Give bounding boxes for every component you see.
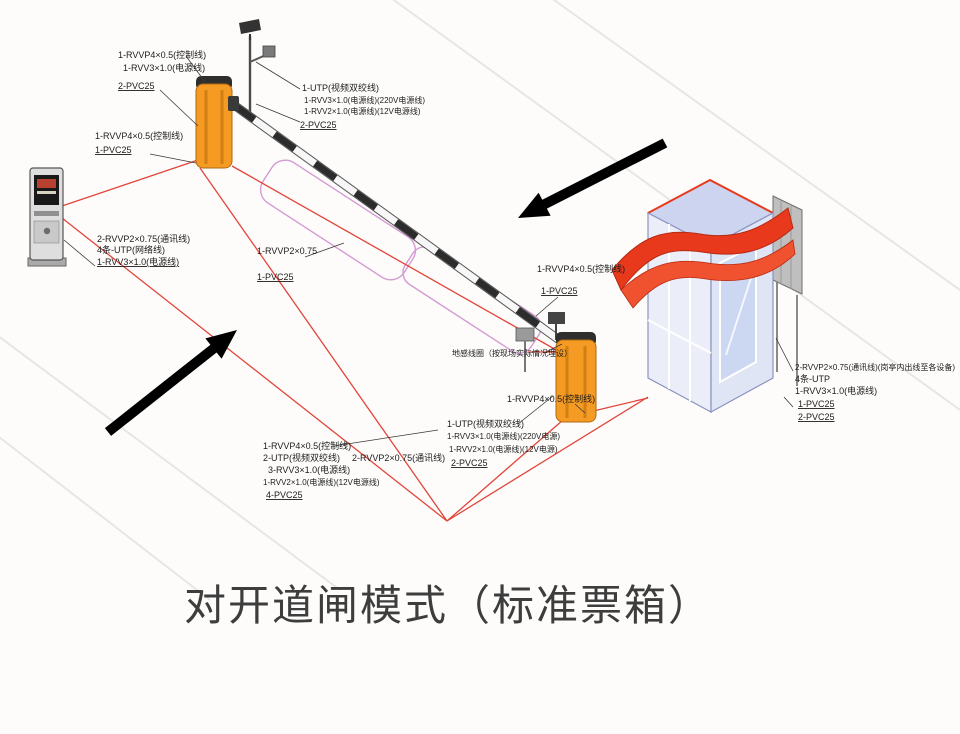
cable-label: 4条-UTP bbox=[795, 373, 830, 384]
wire-machine-to-gate1 bbox=[61, 159, 199, 207]
cable-label: 2-PVC25 bbox=[118, 81, 155, 91]
booth-sill bbox=[647, 319, 712, 354]
road-line bbox=[552, 0, 960, 291]
cable-label: 1-RVVP4×0.5(控制线) bbox=[118, 49, 206, 60]
cable-label: 1-PVC25 bbox=[541, 286, 578, 296]
barrier-gate-1 bbox=[195, 76, 239, 169]
cable-label: 1-RVVP4×0.5(控制线) bbox=[263, 440, 351, 451]
cable-labels: 1-RVVP4×0.5(控制线) 1-RVV3×1.0(电源线) 2-PVC25… bbox=[95, 49, 955, 500]
camera-icon bbox=[239, 19, 261, 34]
diagram-title: 对开道闸模式（标准票箱） bbox=[184, 582, 712, 629]
leader-line bbox=[517, 395, 554, 425]
cable-label: 2-RVVP2×0.75(通讯线) bbox=[352, 452, 445, 463]
booth-roof-red-edge bbox=[647, 178, 774, 214]
cable-label: 1-RVV3×1.0(电源线)(220V电源) bbox=[447, 431, 560, 441]
leader-line bbox=[255, 61, 301, 90]
cable-label: 1-RVV3×1.0(电源线)(220V电源线) bbox=[304, 95, 425, 105]
barrier-arm bbox=[231, 101, 565, 346]
cable-label: 1-RVVP4×0.5(控制线) bbox=[537, 263, 625, 274]
leader-line bbox=[159, 89, 199, 127]
gate1-arm-pivot bbox=[228, 96, 239, 111]
leader-line bbox=[333, 429, 439, 447]
cable-label: 1-RVVP2×0.75 bbox=[257, 246, 317, 256]
wire-gate1-to-vertex bbox=[199, 167, 448, 522]
cable-label: 1-RVVP4×0.5(控制线) bbox=[95, 130, 183, 141]
direction-arrow-in bbox=[518, 138, 668, 218]
cable-label: 1-PVC25 bbox=[95, 145, 132, 155]
cable-label: 1-PVC25 bbox=[798, 399, 835, 409]
dispenser-screen-banner bbox=[37, 179, 56, 188]
cable-label: 1-RVV2×1.0(电源线)(12V电源) bbox=[449, 444, 558, 454]
reader-box bbox=[262, 45, 276, 58]
cable-label: 2-PVC25 bbox=[798, 412, 835, 422]
cable-label: 4条-UTP(网络线) bbox=[97, 244, 165, 255]
dispenser-screen-text bbox=[37, 191, 56, 194]
ticket-dispenser bbox=[27, 167, 67, 267]
ticket-slot bbox=[34, 211, 59, 216]
red-canopy bbox=[611, 207, 794, 291]
cable-label: 1-RVV2×1.0(电源线)(12V电源线) bbox=[304, 106, 421, 116]
direction-arrows bbox=[104, 138, 668, 436]
gate2-camera-icon bbox=[548, 312, 565, 324]
direction-arrow-out bbox=[104, 330, 238, 436]
cable-label: 3-RVV3×1.0(电源线) bbox=[268, 464, 350, 475]
leader-line bbox=[185, 55, 206, 83]
wire-vertex-to-gate2 bbox=[446, 419, 564, 522]
cable-label: 1-RVV3×1.0(电源线) bbox=[123, 62, 205, 73]
leader-line bbox=[545, 343, 563, 353]
cable-label: 2-UTP(视频双绞线) bbox=[263, 452, 340, 463]
cable-label: 1-UTP(视频双绞线) bbox=[302, 82, 379, 93]
cable-label: 2-PVC25 bbox=[451, 458, 488, 468]
vehicle-detector bbox=[515, 327, 535, 342]
gate1-post bbox=[195, 83, 233, 169]
leader-line bbox=[149, 153, 197, 164]
traffic-islands bbox=[259, 159, 542, 354]
road-line bbox=[0, 436, 211, 601]
cable-label: 1-PVC25 bbox=[257, 272, 294, 282]
leader-line bbox=[574, 403, 586, 414]
cable-label: 2-RVVP2×0.75(通讯线)(岗亭内出线至各设备) bbox=[795, 362, 955, 372]
leader-line bbox=[775, 337, 794, 372]
cable-label: 1-RVV3×1.0(电源线) bbox=[97, 256, 179, 267]
cable-label: 2-PVC25 bbox=[300, 120, 337, 130]
barrier-gate-2 bbox=[515, 312, 597, 423]
cable-label: 1-RVV3×1.0(电源线) bbox=[795, 385, 877, 396]
cable-label: 1-RVVP4×0.5(控制线) bbox=[507, 393, 595, 404]
road-lines bbox=[0, 0, 960, 601]
leader-line bbox=[63, 239, 96, 267]
cable-label: 2-RVVP2×0.75(通讯线) bbox=[97, 233, 190, 244]
red-canopy-fold bbox=[620, 239, 796, 309]
wire-machine-to-vertex bbox=[61, 217, 448, 522]
wire-vertex-to-booth bbox=[446, 396, 649, 522]
leader-line bbox=[255, 103, 301, 123]
cable-label: 1-RVV2×1.0(电源线)(12V电源线) bbox=[263, 477, 380, 487]
cable-label: 4-PVC25 bbox=[266, 490, 303, 500]
leader-lines bbox=[63, 55, 794, 447]
camera-pole bbox=[239, 19, 276, 114]
ground-loop-label: 地感线圈（按现场实际情况埋设） bbox=[452, 348, 572, 358]
leader-line bbox=[535, 296, 559, 317]
leader-line bbox=[783, 396, 794, 408]
leader-line bbox=[304, 242, 345, 258]
road-line bbox=[0, 336, 341, 591]
barrier-arm-stripes bbox=[231, 102, 565, 345]
road-line bbox=[392, 0, 960, 411]
dispenser-button bbox=[43, 227, 51, 235]
booth-door-reflection bbox=[725, 274, 753, 356]
guard-booth bbox=[611, 178, 803, 414]
cable-label: 1-UTP(视频双绞线) bbox=[447, 418, 524, 429]
wire-gate1-to-gate2 bbox=[231, 165, 559, 352]
